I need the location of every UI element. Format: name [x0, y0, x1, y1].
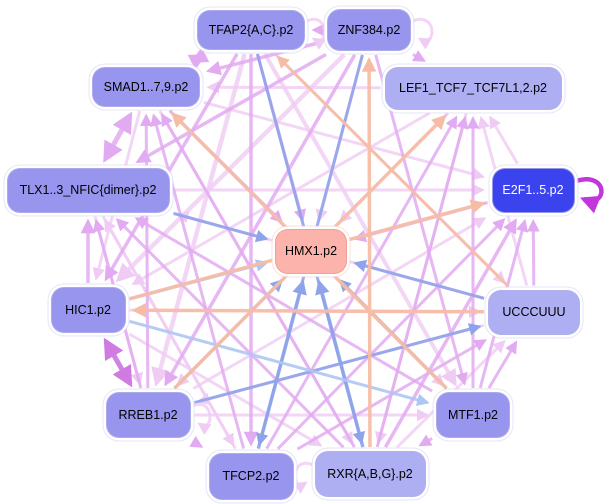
- node-rreb1[interactable]: RREB1.p2: [105, 392, 191, 438]
- edge-ucccuuu-to-tfap2: [276, 55, 509, 287]
- node-label-tfcp2: TFCP2.p2: [222, 469, 280, 483]
- edge-ucccuuu-to-hic1: [131, 302, 485, 318]
- edge-znf384-to-hic1: [115, 53, 346, 283]
- edge-mtf1-to-tlx: [134, 217, 433, 393]
- edge-mtf1-to-rxr: [418, 434, 433, 447]
- edge-znf384-to-smad: [205, 40, 324, 76]
- edge-tfcp2-to-lef1: [265, 115, 458, 450]
- self-loop-rxr: [293, 461, 314, 494]
- edge-tlx-to-hmx1: [173, 211, 269, 243]
- edge-mtf1-to-ucccuuu: [487, 340, 518, 389]
- edge-tfap2-to-smad: [187, 47, 210, 70]
- edge-rreb1-to-ucccuuu: [194, 323, 482, 405]
- edge-hic1-to-rxr: [128, 332, 323, 447]
- edge-tfap2-to-mtf1: [263, 52, 457, 387]
- edge-ucccuuu-to-e2f1: [527, 218, 540, 286]
- edge-rxr-to-znf384: [361, 57, 377, 448]
- node-tfap2[interactable]: TFAP2{A,C}.p2: [197, 10, 305, 50]
- node-hmx1[interactable]: HMX1.p2: [275, 228, 347, 274]
- edge-rxr-to-smad: [161, 113, 356, 448]
- edge-rreb1-to-tfcp2: [189, 435, 204, 448]
- edge-tlx-to-smad: [103, 111, 133, 163]
- node-label-znf384: ZNF384.p2: [337, 23, 401, 37]
- self-loop-tfap2: [306, 17, 326, 50]
- node-smad[interactable]: SMAD1..7,9.p2: [92, 67, 200, 107]
- edge-ucccuuu-to-hmx1: [353, 259, 485, 300]
- node-label-rxr: RXR{A,B,G}.p2: [327, 467, 413, 481]
- node-znf384[interactable]: ZNF384.p2: [327, 9, 411, 51]
- node-label-mtf1: MTF1.p2: [447, 408, 498, 422]
- node-label-hmx1: HMX1.p2: [284, 244, 338, 258]
- edge-tfcp2-to-ucccuuu: [296, 339, 487, 451]
- edge-hic1-to-mtf1: [129, 319, 430, 406]
- node-tlx[interactable]: TLX1..3_NFIC{dimer}.p2: [6, 167, 170, 213]
- edge-znf384-to-rreb1: [164, 53, 357, 387]
- node-label-tfap2: TFAP2{A,C}.p2: [208, 23, 294, 37]
- node-e2f1[interactable]: E2F1..5.p2: [491, 167, 575, 213]
- node-rxr[interactable]: RXR{A,B,G}.p2: [314, 451, 426, 497]
- node-label-hic1: HIC1.p2: [65, 303, 111, 317]
- edge-znf384-to-lef1: [411, 50, 427, 62]
- node-label-rreb1: RREB1.p2: [118, 408, 178, 422]
- node-hic1[interactable]: HIC1.p2: [50, 287, 126, 333]
- node-mtf1[interactable]: MTF1.p2: [436, 392, 510, 438]
- node-label-lef1: LEF1_TCF7_TCF7L1,2.p2: [399, 81, 547, 95]
- node-ucccuuu[interactable]: UCCCUUU: [488, 289, 580, 335]
- node-label-smad: SMAD1..7,9.p2: [103, 80, 189, 94]
- node-lef1[interactable]: LEF1_TCF7_TCF7L1,2.p2: [384, 66, 562, 110]
- edge-lef1-to-hic1: [131, 111, 431, 285]
- node-label-e2f1: E2F1..5.p2: [502, 183, 564, 197]
- edge-hic1-to-rreb1: [103, 337, 133, 388]
- edge-e2f1-to-lef1: [489, 115, 519, 165]
- edge-tfap2-to-hic1: [104, 52, 239, 282]
- edge-rreb1-to-smad: [139, 113, 153, 389]
- node-label-ucccuuu: UCCCUUU: [502, 305, 566, 319]
- self-loop-rreb1: [191, 402, 212, 435]
- self-loop-e2f1: [575, 177, 604, 214]
- node-tfcp2[interactable]: TFCP2.p2: [208, 452, 294, 500]
- edge-rreb1-to-e2f1: [192, 217, 487, 390]
- node-label-tlx: TLX1..3_NFIC{dimer}.p2: [19, 183, 157, 197]
- self-loop-znf384: [412, 17, 434, 50]
